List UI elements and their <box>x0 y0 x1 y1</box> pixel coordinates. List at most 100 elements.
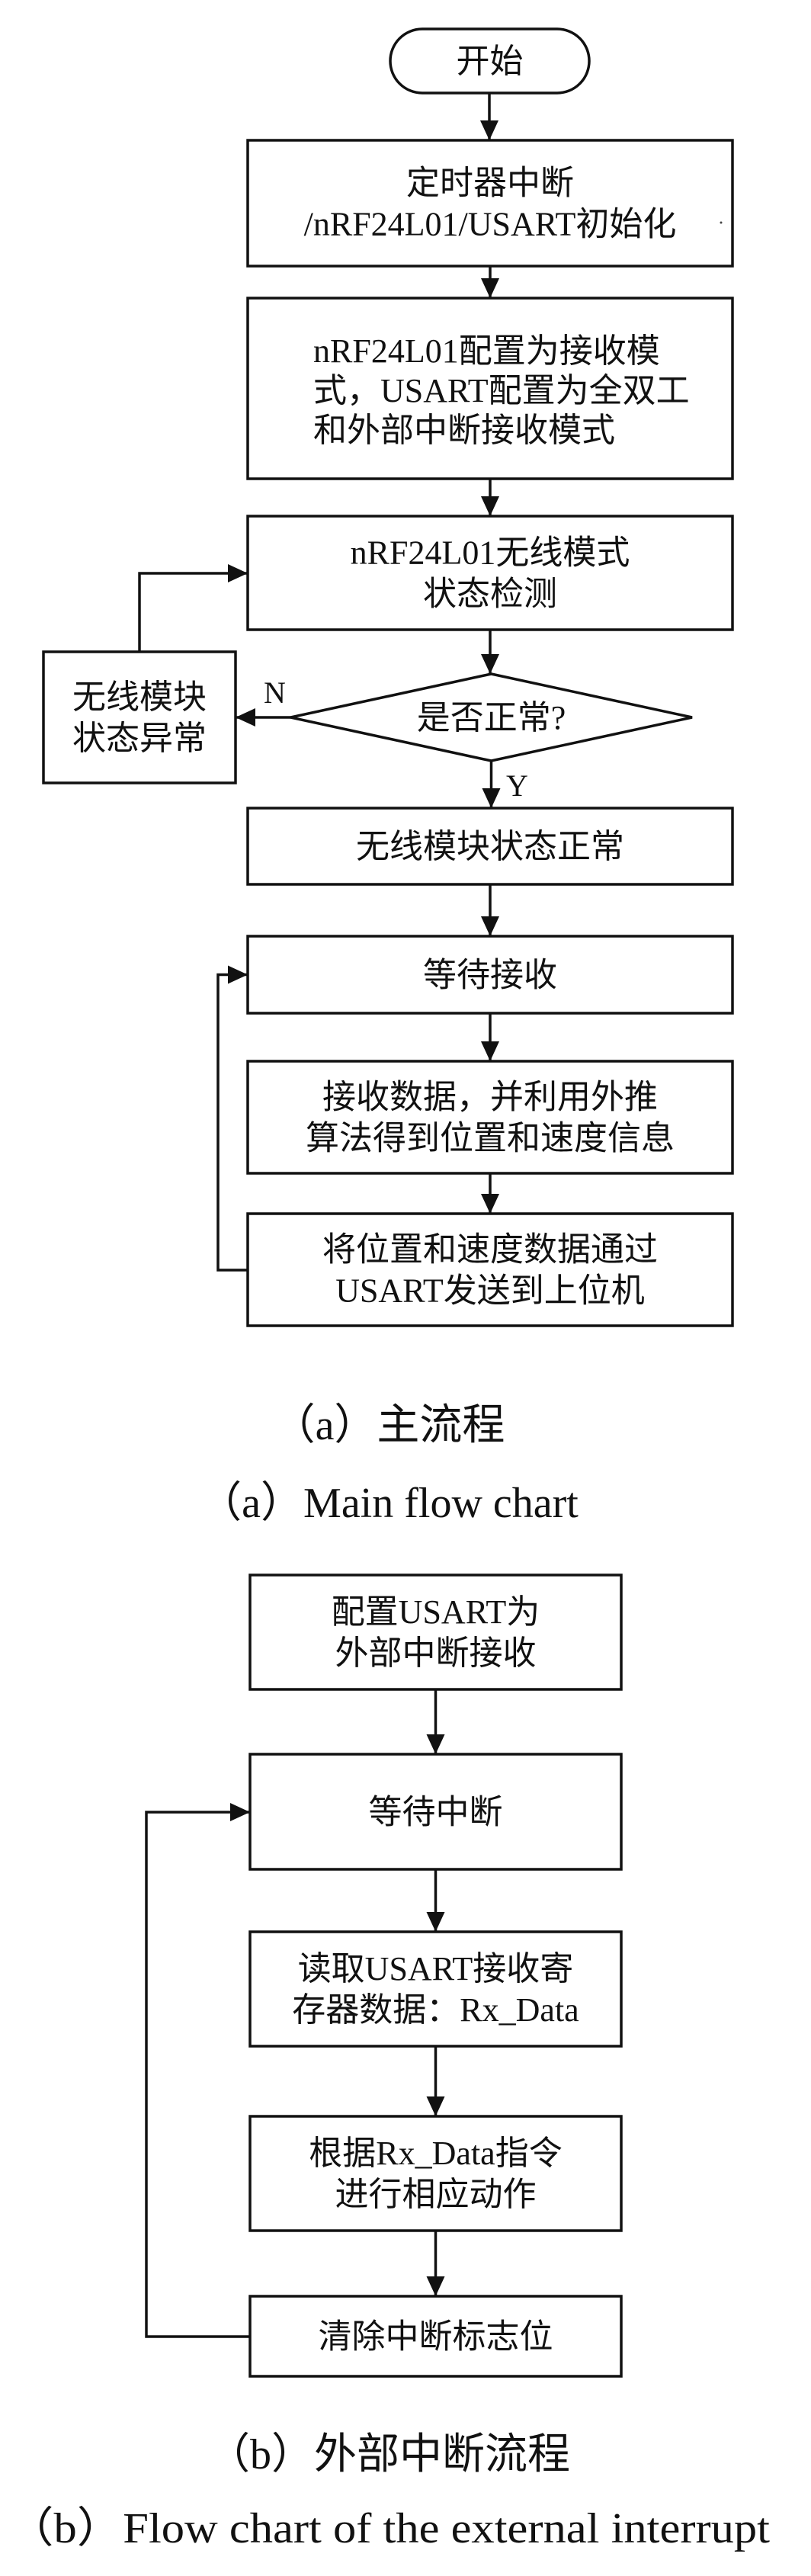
edge-status-check-to-is-normal <box>481 630 499 674</box>
arrow-down-icon <box>481 1041 499 1061</box>
edge-clear-flag-to-wait-interrupt <box>145 1803 250 2338</box>
arrow-down-icon <box>481 278 499 298</box>
process-shape <box>248 1930 623 2048</box>
process-shape <box>248 1574 623 1691</box>
edge-line <box>145 1811 250 2338</box>
node-label: 配置USART为 <box>332 1593 540 1631</box>
node-label: 接收数据，并利用外推 <box>322 1079 658 1116</box>
process-shape <box>248 2115 623 2232</box>
node-label: 状态检测 <box>423 576 557 613</box>
edge-start-to-init <box>480 93 498 140</box>
node-label: 将位置和速度数据通过 <box>322 1231 658 1269</box>
edge-read-register-to-execute-action <box>426 2046 445 2116</box>
panel-b-edges <box>145 1689 445 2338</box>
edge-receive-data-to-send-data <box>481 1173 499 1214</box>
arrow-down-icon <box>426 1912 445 1932</box>
node-normal: 无线模块状态正常 <box>246 807 734 886</box>
terminator-shape <box>389 27 591 95</box>
arrow-down-icon <box>426 2096 445 2116</box>
node-start: 开始 <box>389 27 591 95</box>
caption-a-cn: （a）主流程 <box>273 1402 505 1449</box>
node-label: 根据Rx_Data指令 <box>309 2135 562 2172</box>
process-shape <box>42 650 237 784</box>
edge-abnormal-to-status-check <box>138 564 248 652</box>
arrow-down-icon <box>426 2276 445 2296</box>
edge-config-to-status-check <box>481 479 499 516</box>
node-label: 无线模块状态正常 <box>356 828 624 865</box>
node-init: 定时器中断/nRF24L01/USART初始化 <box>246 139 734 268</box>
panel-a-main-flow: NY开始定时器中断/nRF24L01/USART初始化nRF24L01配置为接收… <box>42 27 734 1327</box>
arrow-down-icon <box>481 496 499 516</box>
edge-init-to-config <box>481 266 499 298</box>
node-wait-interrupt: 等待中断 <box>248 1753 623 1871</box>
node-label: nRF24L01无线模式 <box>351 534 630 572</box>
decision-shape <box>290 672 693 762</box>
arrow-right-icon <box>228 965 248 984</box>
node-label: 读取USART接收寄 <box>298 1950 574 1987</box>
node-is-normal: 是否正常? <box>290 672 693 762</box>
scan-artifact-dot <box>720 221 723 224</box>
arrow-down-icon <box>481 916 499 936</box>
process-shape <box>246 1060 734 1175</box>
node-label: 状态异常 <box>72 720 207 757</box>
edge-label-no: N <box>264 675 286 710</box>
process-shape <box>246 139 734 268</box>
node-clear-flag: 清除中断标志位 <box>248 2295 623 2378</box>
process-shape <box>246 935 734 1015</box>
arrow-down-icon <box>480 120 498 140</box>
node-label: 式，USART配置为全双工 <box>313 372 690 409</box>
arrow-down-icon <box>482 788 501 808</box>
arrow-down-icon <box>481 1194 499 1214</box>
process-shape <box>246 297 734 480</box>
process-shape <box>246 515 734 631</box>
edge-label-yes: Y <box>506 768 528 803</box>
node-label: USART发送到上位机 <box>335 1272 645 1310</box>
arrow-right-icon <box>228 564 248 582</box>
node-label: 定时器中断 <box>406 165 574 202</box>
node-label: 算法得到位置和速度信息 <box>306 1120 675 1157</box>
edge-send-data-to-wait-receive <box>216 965 248 1272</box>
node-label: 存器数据：Rx_Data <box>292 1991 579 2029</box>
caption-b-cn: （b）外部中断流程 <box>207 2431 570 2478</box>
panel-b-external-interrupt-flow: 配置USART为外部中断接收等待中断读取USART接收寄存器数据：Rx_Data… <box>145 1574 623 2378</box>
panel-a-edges: NY <box>138 93 528 1272</box>
node-label: 开始 <box>457 43 524 80</box>
node-label: /nRF24L01/USART初始化 <box>304 206 677 243</box>
node-label: 是否正常? <box>417 699 566 736</box>
captions: （a）主流程 （a）Main flow chart （b）外部中断流程 （b）F… <box>8 1402 770 2552</box>
edge-is-normal-to-normal: Y <box>482 761 528 808</box>
process-shape <box>248 2295 623 2378</box>
node-label: 外部中断接收 <box>335 1634 537 1672</box>
edge-normal-to-wait-receive <box>481 884 499 936</box>
edge-wait-receive-to-receive-data <box>481 1013 499 1061</box>
process-shape <box>246 1212 734 1327</box>
node-label: nRF24L01配置为接收模 <box>313 332 660 370</box>
process-shape <box>246 807 734 886</box>
arrow-down-icon <box>481 654 499 674</box>
edge-line <box>138 572 248 652</box>
node-label: 清除中断标志位 <box>319 2318 553 2356</box>
node-label: 和外部中断接收模式 <box>313 412 615 449</box>
caption-b-en: （b）Flow chart of the external interrupt <box>8 2505 770 2552</box>
edge-is-normal-to-abnormal: N <box>236 675 290 727</box>
edge-execute-action-to-clear-flag <box>426 2231 445 2296</box>
caption-a-en: （a）Main flow chart <box>199 1480 579 1527</box>
node-label: 无线模块 <box>72 678 207 716</box>
node-label: 等待接收 <box>423 957 557 994</box>
arrow-right-icon <box>230 1803 250 1821</box>
edge-config-usart-to-wait-interrupt <box>426 1689 445 1754</box>
node-wait-receive: 等待接收 <box>246 935 734 1015</box>
arrow-down-icon <box>426 1734 445 1754</box>
edge-wait-interrupt-to-read-register <box>426 1869 445 1932</box>
node-label: 进行相应动作 <box>335 2176 537 2213</box>
arrow-left-icon <box>236 708 255 727</box>
